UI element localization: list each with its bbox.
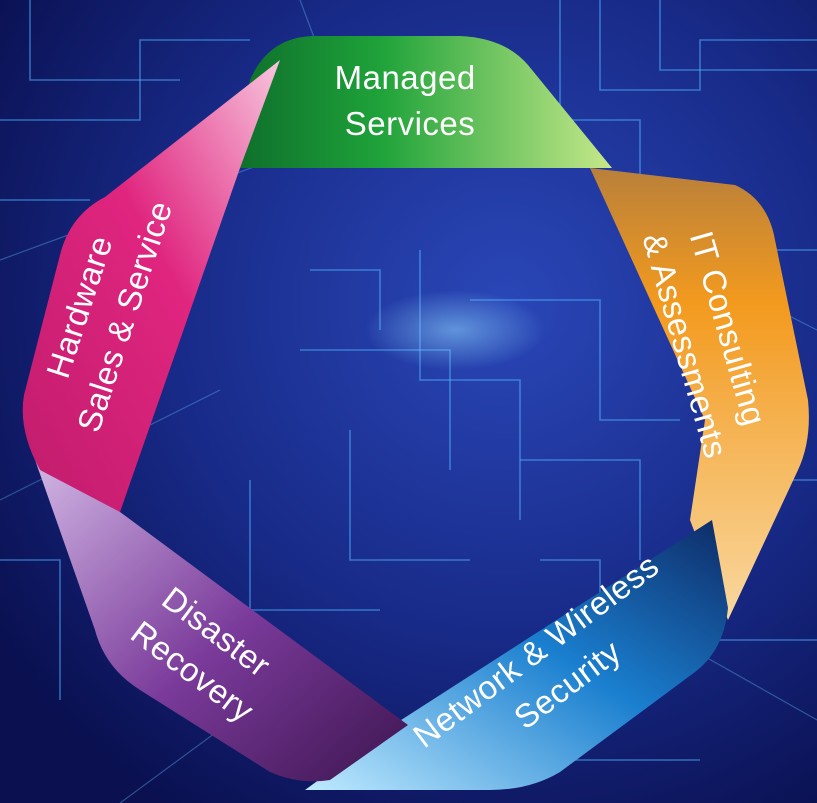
segment-managed-services xyxy=(228,36,612,168)
light-glow xyxy=(365,290,545,370)
label-managed-services-line2: Services xyxy=(345,105,476,142)
segment-hardware-sales xyxy=(22,60,280,512)
ribbon-segments xyxy=(22,36,809,790)
segment-it-consulting xyxy=(590,168,809,620)
segment-disaster-recovery xyxy=(28,440,408,782)
label-managed-services: Managed Services xyxy=(335,59,486,142)
label-managed-services-line1: Managed xyxy=(335,59,476,96)
segment-network-security xyxy=(305,520,728,790)
